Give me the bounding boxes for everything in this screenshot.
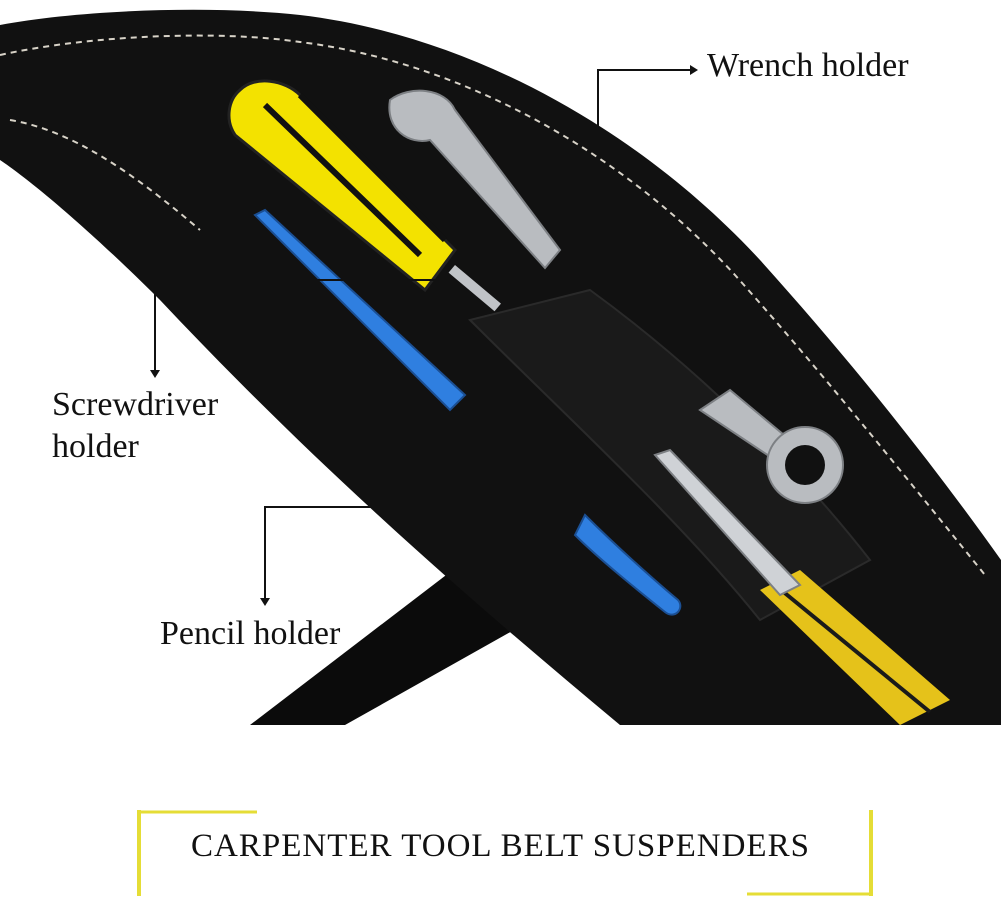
product-caption: CARPENTER TOOL BELT SUSPENDERS (191, 828, 810, 864)
belt-stitching (0, 34, 986, 576)
yellow-strap (760, 570, 950, 725)
screwdriver-callout-line (154, 279, 455, 370)
screwdriver-label-line1: Screwdriver (52, 386, 219, 423)
callout-lines (150, 65, 698, 606)
wrench-top (388, 89, 562, 270)
wrench-holder-label: Wrench holder (707, 47, 909, 84)
pencil (253, 208, 682, 616)
wrench-bottom (653, 388, 844, 597)
wrench-callout-line (597, 69, 690, 290)
pencil-callout-line (264, 506, 530, 598)
screwdriver-holder-label: Screwdriver holder (52, 384, 218, 468)
strap-webbing (773, 583, 932, 714)
pencil-holder-label: Pencil holder (160, 615, 341, 652)
screwdriver-label-line2: holder (52, 428, 139, 465)
screwdriver (227, 79, 501, 312)
belt-stitching-inner (9, 119, 201, 231)
caption-frame (137, 810, 873, 896)
